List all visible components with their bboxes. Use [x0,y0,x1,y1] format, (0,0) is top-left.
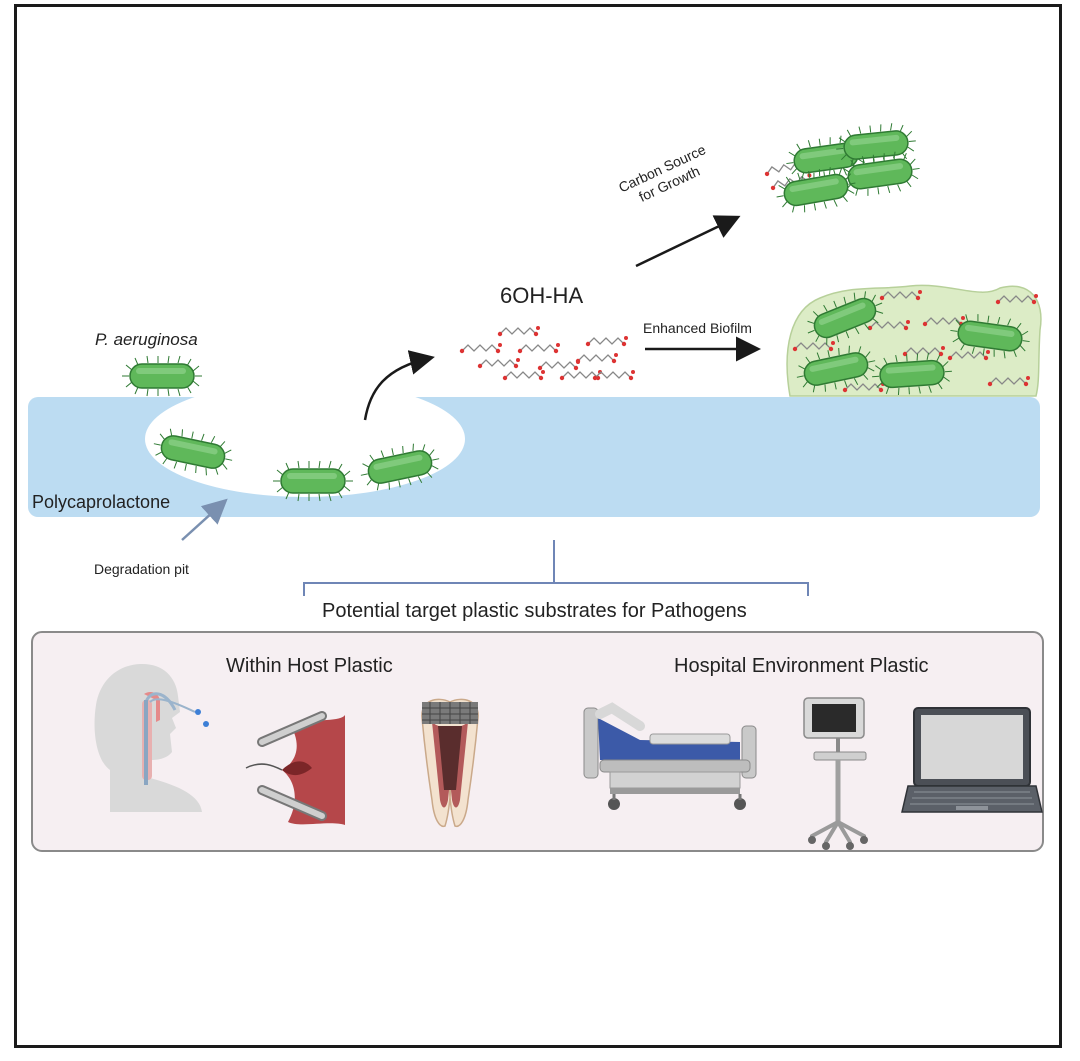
molecule-cluster-6oh-ha [459,325,636,381]
degradation-pit-label: Degradation pit [94,561,189,577]
metabolite-label: 6OH-HA [500,283,584,308]
hospital-environment-label: Hospital Environment Plastic [674,655,929,677]
growth-cluster [762,120,924,218]
species-label: P. aeruginosa [95,330,198,349]
suture-icon [245,711,345,825]
hospital-bed-icon [583,702,757,810]
medical-monitor-icon [803,697,868,850]
enhanced-biofilm-label: Enhanced Biofilm [643,320,752,336]
carbon-source-arrow [635,215,741,268]
figure-frame [14,4,1062,1048]
targets-bracket [303,540,809,596]
polycaprolactone-label: Polycaprolactone [32,492,171,512]
pit-pointer-arrow [181,498,228,541]
release-arrow [363,350,435,421]
tooth-implant-icon [421,698,479,828]
bacterium-surface [121,355,203,397]
potential-targets-label: Potential target plastic substrates for … [322,600,747,622]
intubation-icon [94,663,209,812]
within-host-label: Within Host Plastic [226,655,393,677]
laptop-icon [901,707,1043,813]
